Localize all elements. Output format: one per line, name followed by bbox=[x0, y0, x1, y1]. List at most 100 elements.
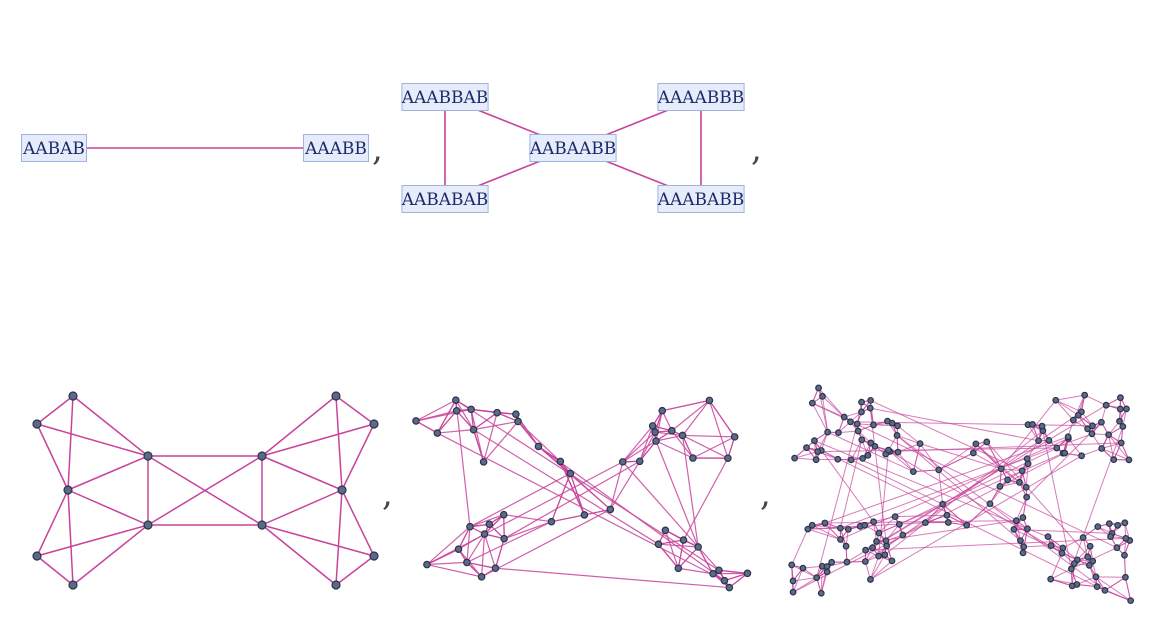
graph-5-node-154 bbox=[1016, 478, 1023, 486]
graph-3-edge-23 bbox=[341, 423, 375, 491]
graph-5-edge-680 bbox=[897, 451, 914, 472]
graph-5-edge-665 bbox=[975, 443, 1020, 483]
graph-3-edge-9 bbox=[36, 555, 74, 586]
graph-4-edge-111 bbox=[466, 526, 471, 563]
graph-5-node-90 bbox=[891, 513, 899, 521]
graph-5-node-107 bbox=[1086, 542, 1094, 550]
graph-4-edge-59 bbox=[655, 410, 663, 442]
graph-4-edge-137 bbox=[658, 543, 699, 548]
graph-2-node-label-1: AABABAB bbox=[401, 190, 489, 210]
graph-5-node-26 bbox=[847, 456, 855, 464]
graph-4-edge-37 bbox=[436, 399, 457, 434]
graph-5-node-33 bbox=[867, 439, 875, 447]
graph-5-edge-342 bbox=[824, 520, 1017, 524]
graph-5-node-10 bbox=[884, 417, 891, 425]
graph-5-edge-577 bbox=[1050, 578, 1073, 587]
graph-4-edge-112 bbox=[469, 472, 571, 528]
graph-5-node-80 bbox=[804, 525, 812, 533]
graph-3-edge-21 bbox=[335, 395, 375, 425]
graph-4-node-32 bbox=[720, 576, 729, 585]
graph-4-edge-114 bbox=[466, 561, 496, 569]
graph-5-node-114 bbox=[1019, 549, 1027, 557]
graph-4-edge-185 bbox=[622, 431, 656, 463]
graph-4-edge-15 bbox=[483, 412, 498, 463]
graph-5-edge-433 bbox=[792, 577, 817, 582]
graph-5-node-16 bbox=[791, 454, 799, 462]
graph-4-node-3 bbox=[479, 458, 488, 466]
graph-4-node-17 bbox=[724, 454, 732, 462]
graph-4-node-44 bbox=[566, 469, 575, 478]
graph-4-node-35 bbox=[694, 543, 702, 551]
graph-5-node-125 bbox=[1107, 533, 1114, 541]
graph-5-edge-260 bbox=[1025, 463, 1029, 488]
graph-5-node-84 bbox=[873, 537, 880, 545]
graph-5-node-25 bbox=[870, 421, 877, 429]
graph-4-node-31 bbox=[654, 540, 663, 548]
graph-5-node-23 bbox=[847, 418, 854, 426]
graph-5-edge-498 bbox=[1095, 576, 1131, 602]
graph-2-node-box-3 bbox=[657, 83, 745, 111]
graph-5-node-34 bbox=[1098, 418, 1105, 426]
graph-3-edge-1 bbox=[36, 423, 69, 491]
graph-5-node-88 bbox=[799, 564, 807, 572]
graph-5-node-101 bbox=[875, 552, 883, 560]
graph-3-node-5 bbox=[143, 451, 153, 461]
graph-5-node-120 bbox=[1067, 565, 1075, 573]
graph-5-edge-519 bbox=[1070, 426, 1124, 570]
graph-2-node-label-0: AAABBAB bbox=[401, 88, 489, 108]
graph-5-edge-592 bbox=[876, 520, 1017, 542]
graph-4-edge-207 bbox=[609, 461, 624, 510]
graph-4-edge-81 bbox=[662, 399, 710, 412]
graph-5-edge-679 bbox=[919, 443, 1002, 470]
graph-2-node-0: AAABBAB bbox=[401, 83, 489, 111]
graph-5-edge-341 bbox=[824, 522, 841, 540]
graph-3-edge-20 bbox=[261, 455, 343, 491]
graph-4-node-4 bbox=[512, 410, 520, 419]
graph-5-edge-170 bbox=[1101, 448, 1130, 461]
graph-1-node-box-0 bbox=[21, 134, 87, 162]
graph-3-edge-3 bbox=[67, 395, 74, 491]
graph-3-edge-6 bbox=[67, 489, 149, 526]
graph-5-node-132 bbox=[1084, 553, 1092, 561]
graph-4-edge-80 bbox=[671, 399, 710, 432]
graph-3-edge-7 bbox=[36, 489, 69, 557]
graph-5-edge-638 bbox=[989, 503, 1017, 522]
graph-3-node-9 bbox=[331, 391, 341, 401]
graph-5-node-155 bbox=[935, 466, 943, 474]
graph-4-node-40 bbox=[534, 442, 543, 451]
graph-5-node-12 bbox=[864, 451, 872, 459]
graph-4-edge-154 bbox=[697, 546, 714, 575]
graph-4-edge-177 bbox=[538, 445, 725, 582]
graph-4-node-10 bbox=[678, 431, 687, 440]
graph-5-node-139 bbox=[972, 440, 980, 448]
graph-3-edge-27 bbox=[335, 555, 375, 586]
graph-5-edge-546 bbox=[1124, 577, 1132, 601]
graph-5-node-159 bbox=[943, 511, 951, 519]
graph-5-node-7 bbox=[840, 413, 848, 421]
graph-3-edge-25 bbox=[341, 489, 375, 557]
graph-5-node-96 bbox=[861, 521, 869, 529]
graph-5-edge-676 bbox=[896, 434, 921, 445]
graph-4-edge-162 bbox=[677, 546, 699, 569]
graph-5-node-61 bbox=[1023, 455, 1031, 463]
graph-5-node-62 bbox=[1081, 391, 1089, 399]
graph-5-edge-192 bbox=[1108, 434, 1115, 460]
graph-4-node-37 bbox=[674, 564, 683, 573]
graph-4-edge-24 bbox=[415, 399, 457, 422]
graph-5-node-133 bbox=[1114, 521, 1122, 529]
graph-5-node-89 bbox=[888, 557, 896, 565]
graph-4-edge-194 bbox=[569, 473, 585, 516]
graph-5-edge-672 bbox=[1001, 468, 1023, 472]
graph-5-node-11 bbox=[812, 456, 820, 464]
graph-5-edge-683 bbox=[889, 451, 914, 472]
graph-5-node-13 bbox=[834, 455, 842, 463]
graph-5-edge-585 bbox=[1022, 497, 1028, 518]
graph-5-edge-582 bbox=[865, 537, 1126, 551]
graph-5-node-69 bbox=[862, 546, 869, 554]
graph-5-node-53 bbox=[1074, 411, 1082, 419]
graph-5-node-15 bbox=[808, 399, 816, 407]
graph-4-edge-155 bbox=[697, 546, 720, 571]
graph-4-node-42 bbox=[618, 458, 627, 466]
graph-3-edge-4 bbox=[72, 395, 149, 457]
graph-5-node-106 bbox=[1101, 587, 1109, 594]
